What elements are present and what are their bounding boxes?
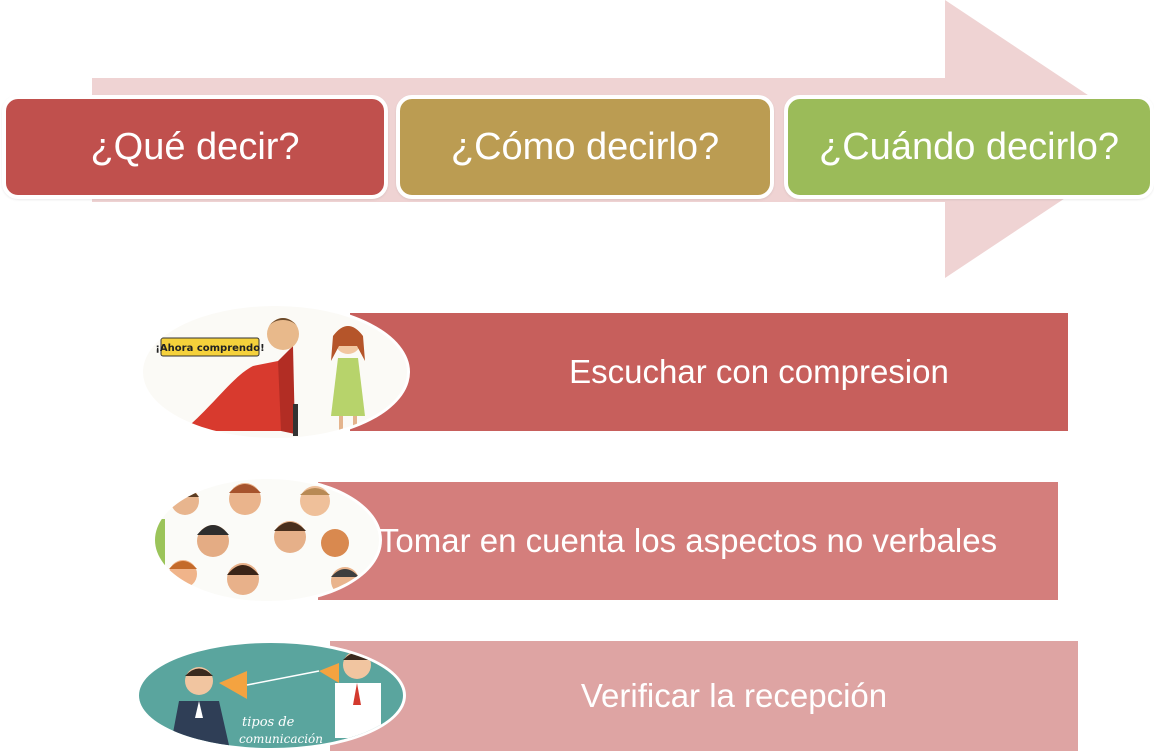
step-label: ¿Cuándo decirlo?	[819, 125, 1119, 168]
step-label: ¿Qué decir?	[90, 125, 300, 168]
item-nonverbal-bar: Tomar en cuenta los aspectos no verbales	[318, 482, 1058, 600]
item-label: Verificar la recepción	[580, 677, 888, 715]
step-what-to-say: ¿Qué decir?	[2, 95, 388, 199]
item-verify-bar: Verificar la recepción	[330, 641, 1078, 751]
caption-text-2: comunicación	[239, 732, 323, 746]
item-label: Tomar en cuenta los aspectos no verbales	[378, 522, 998, 560]
item-label: Escuchar con compresion	[569, 353, 949, 391]
item-listen-bar: Escuchar con compresion	[350, 313, 1068, 431]
illustration-faces	[152, 476, 382, 604]
caption-text-1: tipos de	[242, 715, 295, 730]
illustration-listening: ¡Ahora comprendo!	[140, 303, 410, 441]
illustration-communication: tipos de comunicación	[136, 640, 406, 751]
speech-bubble-text: ¡Ahora comprendo!	[155, 343, 264, 354]
step-when-to-say: ¿Cuándo decirlo?	[784, 95, 1154, 199]
step-how-to-say: ¿Cómo decirlo?	[396, 95, 774, 199]
step-label: ¿Cómo decirlo?	[450, 125, 720, 168]
